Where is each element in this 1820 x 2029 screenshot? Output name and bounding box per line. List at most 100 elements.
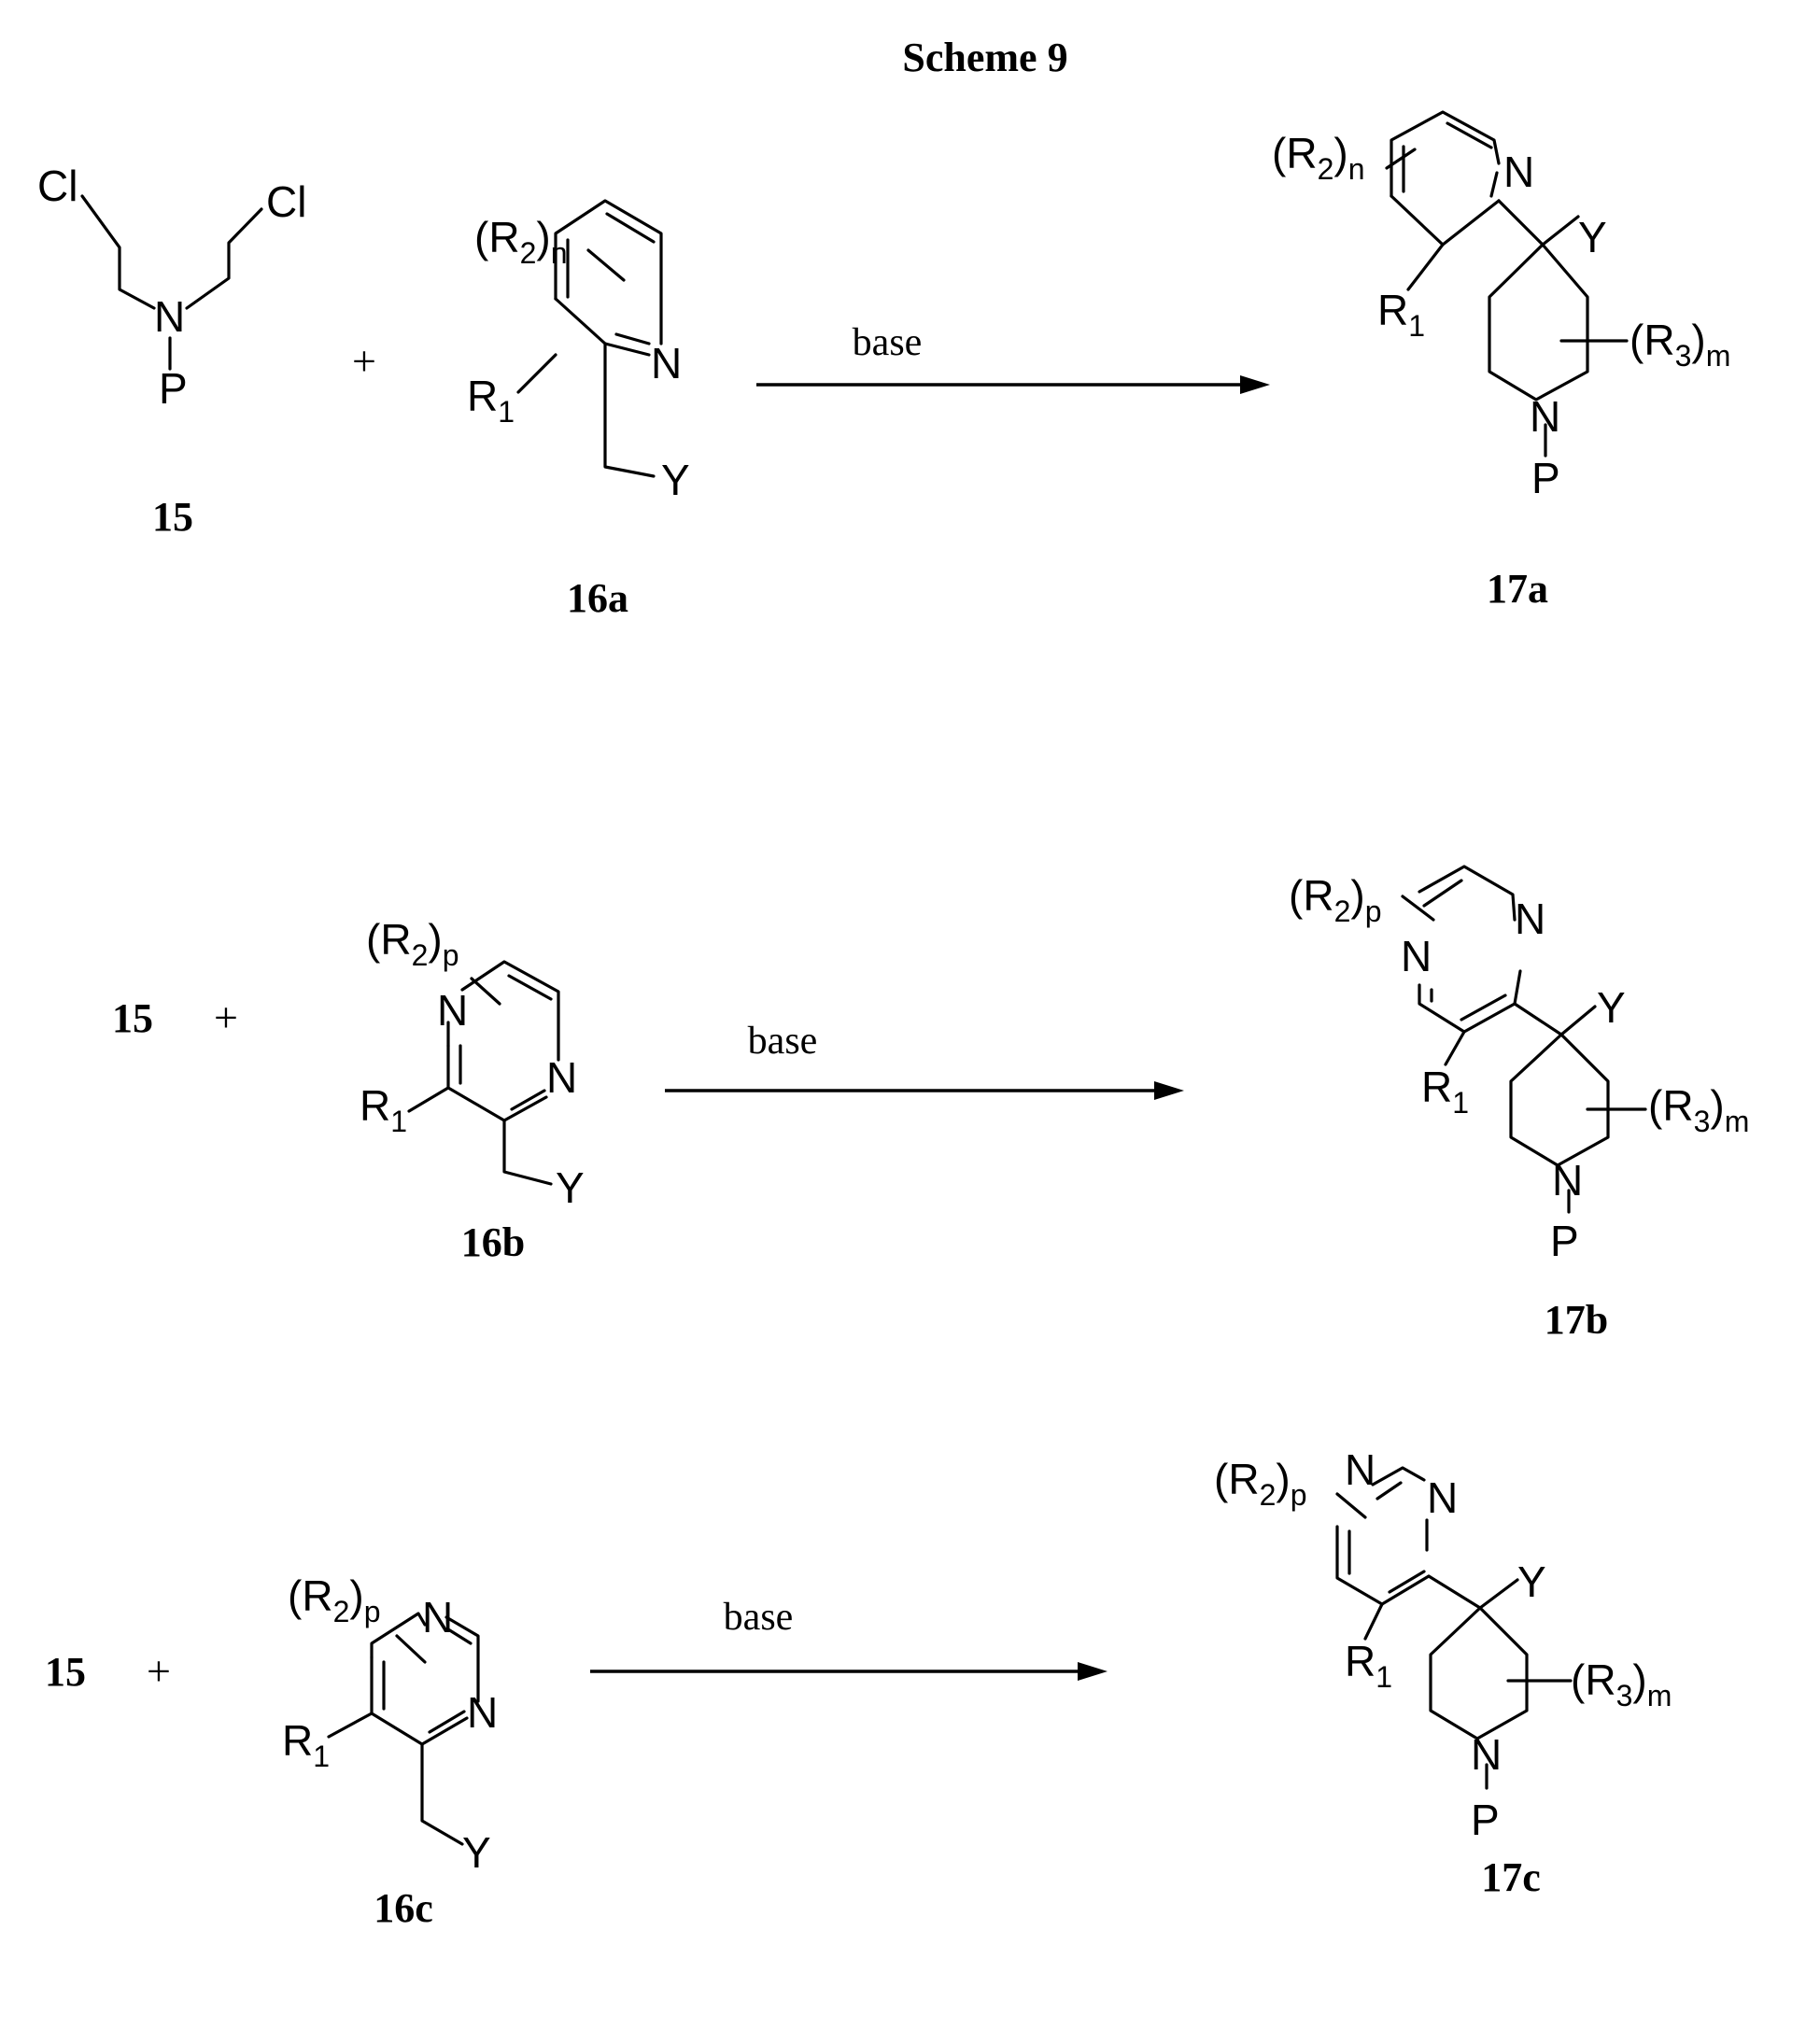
- r2-group-16a: (R2)n: [474, 213, 567, 270]
- atom-n-15: N: [154, 292, 185, 341]
- plus-sign-3: +: [147, 1647, 171, 1695]
- ring-17c-double-1: [1377, 1483, 1401, 1499]
- scheme-title: Scheme 9: [902, 35, 1067, 80]
- atom-cl-left: Cl: [37, 162, 78, 210]
- arrow-head-3: [1078, 1662, 1108, 1681]
- ring-16a: [556, 201, 661, 344]
- bond-pyr-pip-17b: [1515, 1004, 1561, 1035]
- atom-p-17a: P: [1531, 454, 1560, 502]
- ring-16c-lower: [372, 1657, 467, 1744]
- bond-ch2y-16c: [422, 1744, 462, 1844]
- atom-n2-16b: N: [546, 1053, 577, 1102]
- bond-pyr-pip-17c: [1429, 1576, 1480, 1608]
- r2-group-17b: (R2)p: [1289, 871, 1381, 928]
- bond-y-17b: [1561, 1007, 1595, 1035]
- bond-r2-16a: [588, 250, 624, 280]
- atom-n1-16c: N: [422, 1593, 453, 1642]
- compound-17a-structure: N Y N P R1 (R2)n (R3)m: [1272, 112, 1730, 502]
- atom-n2-16c: N: [467, 1688, 498, 1737]
- compound-16b-structure: N N Y R1 (R2)p: [360, 915, 585, 1212]
- ring-17b-double-3: [1461, 995, 1505, 1020]
- atom-y-17b: Y: [1597, 983, 1626, 1032]
- atom-n2-17b: N: [1515, 895, 1545, 943]
- r3-group-17a: (R3)m: [1630, 316, 1730, 373]
- compound-label-15: 15: [152, 494, 193, 540]
- ring-17a-piperidine: [1489, 245, 1587, 400]
- ring-17c-top: [1373, 1468, 1424, 1485]
- atom-y-16b: Y: [556, 1163, 585, 1212]
- reactant-15-row2: 15: [112, 995, 153, 1041]
- atom-y-17a: Y: [1578, 213, 1607, 261]
- atom-n2-17c: N: [1427, 1473, 1458, 1522]
- reagent-base-2: base: [748, 1020, 818, 1063]
- compound-label-16b: 16b: [461, 1219, 525, 1265]
- bond-r1-16a: [518, 355, 556, 392]
- atom-n-17a-pip: N: [1530, 392, 1560, 441]
- bond-pyr-pip-17a: [1499, 201, 1543, 245]
- bond-r2-17c: [1337, 1494, 1365, 1517]
- bond-r1-17c: [1365, 1604, 1382, 1639]
- atom-y-16a: Y: [661, 456, 690, 504]
- compound-15-structure: Cl Cl N P: [37, 162, 306, 413]
- bond-r1-16b: [409, 1088, 448, 1111]
- bond-y-17a: [1543, 217, 1578, 245]
- atom-p-17c: P: [1471, 1796, 1500, 1844]
- ring-17b-lower: [1419, 971, 1520, 1032]
- ring-17a-lower: [1391, 196, 1499, 245]
- compound-17c-structure: N N Y N P R1 (R2)p (R3)m: [1214, 1445, 1672, 1844]
- ring-16a-double-2: [607, 214, 654, 242]
- r2-group-17c: (R2)p: [1214, 1455, 1306, 1512]
- bond-ch2y-16b: [504, 1120, 551, 1184]
- bond-r1-16c: [329, 1713, 372, 1737]
- bond-r2-16c: [397, 1636, 425, 1662]
- reactant-15-row3: 15: [45, 1649, 86, 1695]
- atom-n-17a-ring: N: [1503, 148, 1534, 196]
- compound-label-17a: 17a: [1487, 566, 1548, 612]
- ring-16a-lower: [556, 299, 649, 355]
- atom-p-15: P: [159, 364, 188, 413]
- arrow-head-1: [1240, 375, 1270, 394]
- atom-p-17b: P: [1550, 1217, 1579, 1265]
- bond-y-17c: [1480, 1580, 1517, 1608]
- ring-17b-piperidine: [1511, 1035, 1608, 1165]
- atom-n1-17b: N: [1401, 932, 1432, 980]
- plus-sign-2: +: [214, 993, 238, 1041]
- compound-16c-structure: N N Y R1 (R2)p: [282, 1571, 498, 1877]
- r1-group-16a: R1: [467, 372, 515, 429]
- r1-group-17a: R1: [1377, 286, 1425, 343]
- atom-n1-16b: N: [437, 986, 468, 1035]
- atom-y-17c: Y: [1517, 1557, 1546, 1606]
- ring-17a-double-3: [1491, 173, 1497, 196]
- ring-16a-double-3: [616, 334, 649, 344]
- ring-16b-lower: [448, 1046, 546, 1120]
- reagent-base-3: base: [724, 1596, 794, 1639]
- bond-chain-left: [82, 196, 154, 308]
- bond-r2-16b: [472, 979, 500, 1004]
- ring-17c-piperidine: [1431, 1608, 1527, 1739]
- reagent-base-1: base: [853, 321, 923, 364]
- compound-16a-structure: N Y R1 (R2)n: [467, 201, 690, 504]
- ring-17c-lower: [1337, 1527, 1429, 1604]
- compound-label-16a: 16a: [567, 575, 628, 621]
- arrow-head-2: [1154, 1081, 1184, 1100]
- plus-sign-1: +: [352, 337, 376, 385]
- ring-16b-double-1: [509, 976, 551, 999]
- compound-label-17b: 17b: [1545, 1297, 1608, 1343]
- r2-group-16c: (R2)p: [288, 1571, 380, 1628]
- r1-group-17b: R1: [1421, 1063, 1469, 1120]
- r2-group-17a: (R2)n: [1272, 129, 1364, 186]
- r1-group-16b: R1: [360, 1081, 407, 1138]
- r2-group-16b: (R2)p: [366, 915, 459, 972]
- bond-r1-17a: [1408, 245, 1443, 289]
- atom-n-17b-pip: N: [1552, 1156, 1583, 1205]
- r3-group-17b: (R3)m: [1648, 1081, 1749, 1138]
- atom-n1-17c: N: [1345, 1445, 1376, 1494]
- atom-n-16a: N: [651, 339, 682, 387]
- ring-17b-top: [1419, 867, 1515, 920]
- bond-r2-17b: [1403, 896, 1433, 920]
- compound-label-16c: 16c: [374, 1885, 433, 1931]
- r1-group-16c: R1: [282, 1716, 330, 1773]
- bond-chain-right: [187, 209, 261, 308]
- compound-label-17c: 17c: [1481, 1854, 1541, 1900]
